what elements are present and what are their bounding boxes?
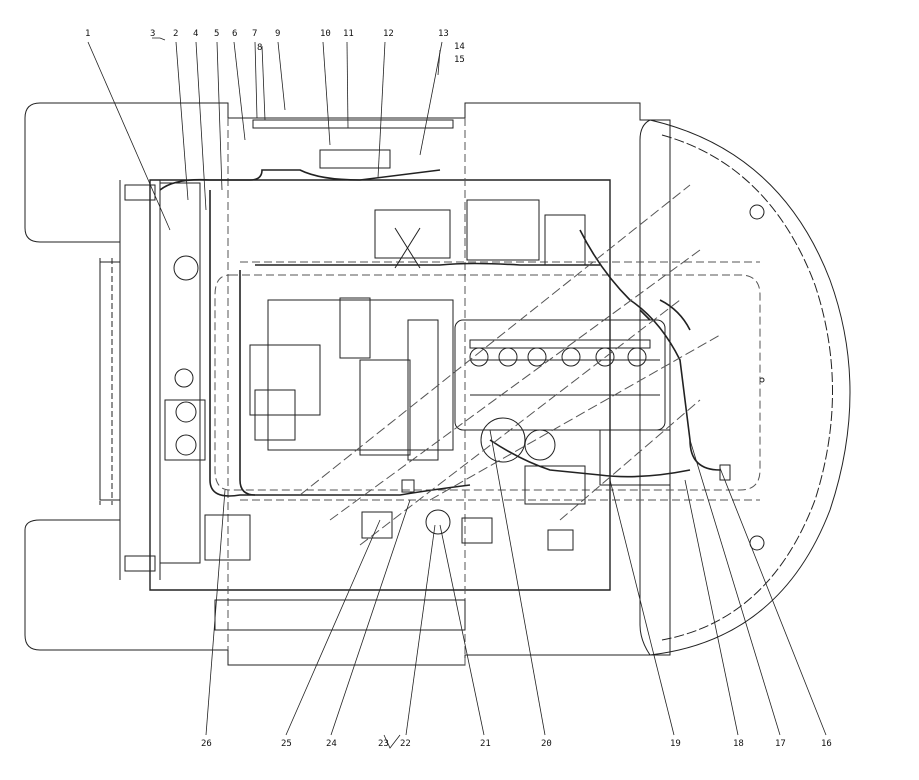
engine-block: [249, 297, 671, 505]
callout-number: 9: [275, 29, 280, 39]
callout-number: 17: [775, 739, 786, 749]
callout-number: 26: [201, 739, 212, 749]
hidden-lines: [299, 184, 721, 546]
callout-number: 15: [454, 55, 465, 65]
leader-lines-top: [87, 37, 443, 231]
bottom-components: [214, 464, 731, 631]
callout-number: 7: [252, 29, 257, 39]
callout-number: 5: [214, 29, 219, 39]
callout-number: 11: [343, 29, 354, 39]
injector-row: [469, 339, 651, 367]
callout-number: 24: [326, 739, 337, 749]
callout-number: 4: [193, 29, 198, 39]
top-components: [252, 119, 586, 269]
callout-number: 10: [320, 29, 331, 39]
chassis-outline: [24, 102, 671, 666]
callout-number: 18: [733, 739, 744, 749]
callout-number: 14: [454, 42, 465, 52]
callout-number: 6: [232, 29, 237, 39]
callout-number: 21: [480, 739, 491, 749]
left-components: [124, 182, 251, 572]
callout-number: 20: [541, 739, 552, 749]
callout-number: 23: [378, 739, 389, 749]
callout-number: 16: [821, 739, 832, 749]
callout-number: 13: [438, 29, 449, 39]
counterweight-outline: [639, 119, 851, 656]
callout-number: 3: [150, 29, 155, 39]
callout-number: 12: [383, 29, 394, 39]
callout-number: 19: [670, 739, 681, 749]
wiring-harness: [159, 169, 721, 497]
callout-number: 2: [173, 29, 178, 39]
callout-number: 25: [281, 739, 292, 749]
frame-dashed: [214, 118, 761, 665]
callout-number: 22: [400, 739, 411, 749]
callout-number: 8: [257, 43, 262, 53]
leader-lines-bottom: [205, 429, 827, 749]
callout-number: 1: [85, 29, 90, 39]
